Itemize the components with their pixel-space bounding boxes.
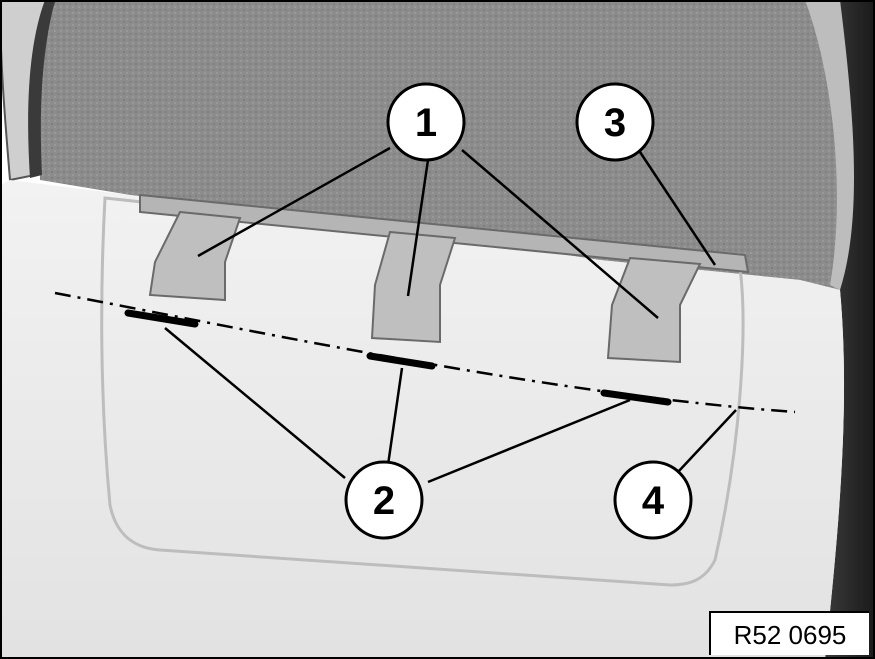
clip-mark-right [600, 389, 672, 406]
leader-1-left [197, 146, 391, 258]
callout-2-label: 2 [373, 479, 395, 523]
leader-1-right [461, 149, 659, 319]
leader-4 [677, 409, 737, 473]
callout-1-label: 1 [415, 101, 437, 145]
leader-3 [638, 151, 717, 266]
leader-1-middle [406, 159, 430, 297]
retaining-tab-middle [370, 230, 457, 344]
clip-mark-left [124, 309, 199, 328]
callout-3: 3 [575, 82, 655, 162]
retaining-tab-left [148, 210, 242, 302]
leader-lines [164, 146, 737, 484]
callout-2: 2 [344, 460, 424, 540]
clip-mark-middle [366, 352, 436, 370]
callout-4-label: 4 [642, 479, 665, 523]
gasket-strip [139, 193, 750, 274]
dashed-cut-line [54, 291, 796, 414]
leader-2-middle [386, 367, 404, 466]
left-seal [28, 0, 55, 178]
callout-1: 1 [386, 82, 466, 162]
callout-3-label: 3 [604, 101, 626, 145]
right-side-panel [825, 0, 875, 659]
retaining-tab-right [606, 256, 702, 364]
leader-2-right [427, 398, 631, 484]
right-seal [805, 0, 854, 290]
figure-reference-code: R52 0695 [709, 611, 869, 655]
cover-outline [100, 196, 745, 587]
callout-4: 4 [613, 460, 693, 540]
leader-2-left [164, 327, 346, 479]
